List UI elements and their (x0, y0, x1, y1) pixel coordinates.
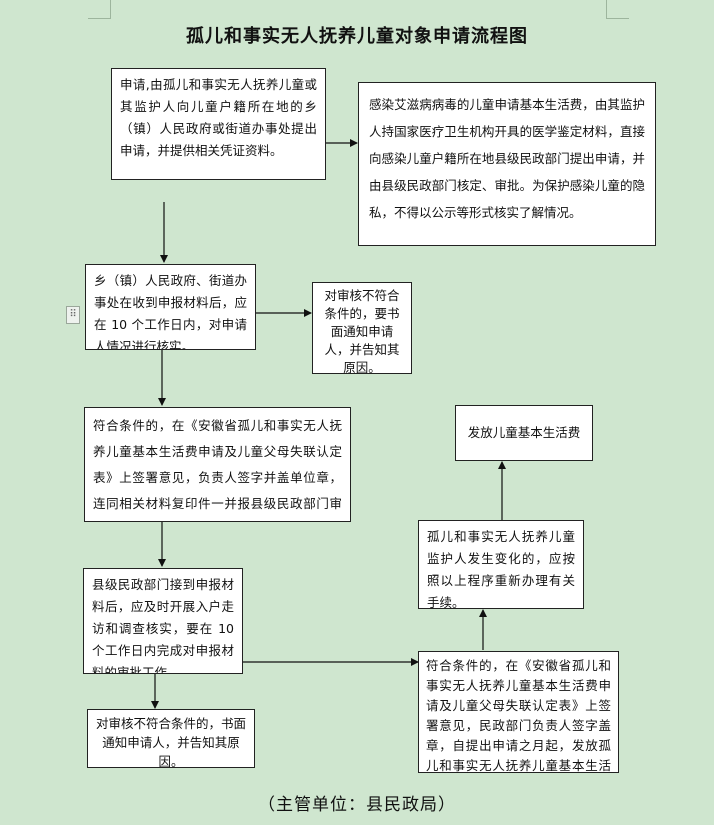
step-county-review: 县级民政部门接到申报材料后，应及时开展入户走访和调查核实，要在 10 个工作日内… (83, 568, 243, 674)
step-reject-township: 对审核不符合条件的，要书面通知申请人，并告知其原因。 (312, 282, 412, 374)
step-sign-report: 符合条件的，在《安徽省孤儿和事实无人抚养儿童基本生活费申请及儿童父母失联认定表》… (84, 407, 351, 522)
step-guardian-change: 孤儿和事实无人抚养儿童监护人发生变化的，应按照以上程序重新办理有关手续。 (418, 520, 584, 609)
page-corner-mark-left (88, 0, 111, 19)
step-township-verify: 乡（镇）人民政府、街道办事处在收到申报材料后，应在 10 个工作日内，对申请人情… (85, 264, 256, 350)
drag-handle-icon[interactable]: ⠿ (66, 306, 80, 324)
step-reject-county: 对审核不符合条件的，书面通知申请人，并告知其原因。 (87, 709, 255, 768)
page-corner-mark-right (606, 0, 629, 19)
step-aids-apply: 感染艾滋病病毒的儿童申请基本生活费，由其监护人持国家医疗卫生机构开具的医学鉴定材… (358, 82, 656, 246)
step-apply: 申请,由孤儿和事实无人抚养儿童或其监护人向儿童户籍所在地的乡（镇）人民政府或街道… (111, 68, 326, 180)
page-title: 孤儿和事实无人抚养儿童对象申请流程图 (186, 26, 528, 47)
step-approve-pay: 符合条件的，在《安徽省孤儿和事实无人抚养儿童基本生活费申请及儿童父母失联认定表》… (418, 651, 619, 773)
competent-authority-note: （主管单位：县民政局） (258, 795, 456, 815)
step-issue-allowance: 发放儿童基本生活费 (455, 405, 593, 461)
